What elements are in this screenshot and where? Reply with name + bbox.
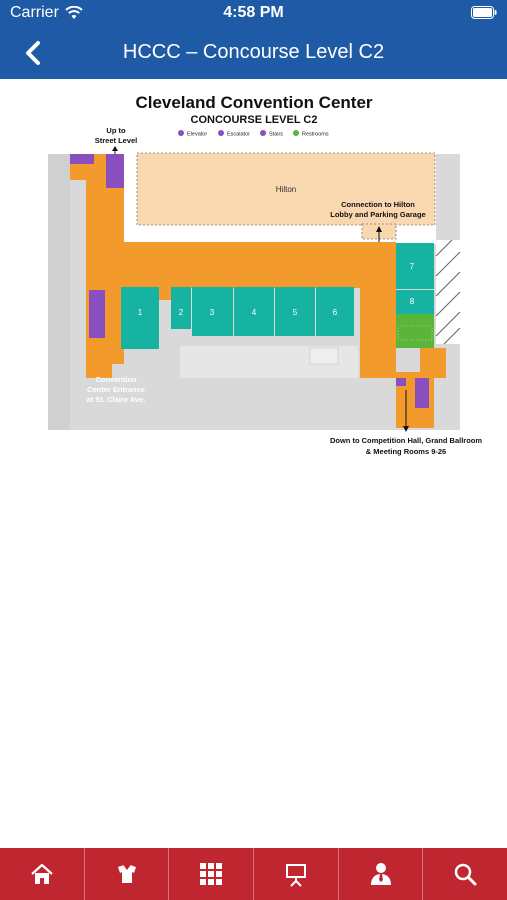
connection-label-2: Lobby and Parking Garage xyxy=(330,210,425,219)
room-7 xyxy=(396,243,434,289)
hatched-area xyxy=(435,239,461,345)
legend-restrooms-label: Restrooms xyxy=(302,132,329,138)
floor-map[interactable]: Cleveland Convention Center CONCOURSE LE… xyxy=(0,80,507,460)
tab-speaker[interactable] xyxy=(337,848,423,900)
tab-search[interactable] xyxy=(422,848,507,900)
room-6 xyxy=(316,287,354,336)
carrier-label: Carrier xyxy=(10,4,59,21)
legend-stairs-icon xyxy=(260,130,266,136)
hilton-label: Hilton xyxy=(276,185,296,194)
tab-grid[interactable] xyxy=(168,848,253,900)
down-label-1: Down to Competition Hall, Grand Ballroom xyxy=(330,436,482,445)
room-5 xyxy=(275,287,315,336)
connection-label-1: Connection to Hilton xyxy=(341,200,415,209)
entrance-label-3: at St. Claire Ave. xyxy=(87,395,146,404)
escalator-lower-right xyxy=(415,378,429,408)
room-8 xyxy=(396,290,434,314)
connection-arrow-icon xyxy=(376,226,382,232)
page-title: HCCC – Concourse Level C2 xyxy=(122,41,385,63)
vertical-transport xyxy=(70,154,429,408)
meeting-rooms xyxy=(121,243,434,349)
up-arrow-icon xyxy=(112,146,118,151)
elevator-top-left xyxy=(70,154,94,164)
tab-attendees[interactable] xyxy=(83,848,169,900)
room-6-label: 6 xyxy=(333,308,338,317)
map-subtitle: CONCOURSE LEVEL C2 xyxy=(191,114,318,126)
tab-presentation[interactable] xyxy=(253,848,338,900)
battery-icon xyxy=(471,6,497,19)
home-icon xyxy=(31,863,53,884)
speaker-icon xyxy=(370,863,391,885)
legend-stairs-label: Stairs xyxy=(269,132,283,138)
room-3-label: 3 xyxy=(210,308,215,317)
map-legend: Elevator Escalator Stairs Restrooms xyxy=(178,130,329,138)
room-1 xyxy=(121,287,159,349)
room-8-label: 8 xyxy=(410,297,415,306)
up-to-label: Up to xyxy=(106,126,126,135)
down-arrow-icon xyxy=(403,426,409,432)
room-4-label: 4 xyxy=(252,308,257,317)
status-bar: Carrier 4:58 PM xyxy=(0,0,507,28)
legend-restrooms-icon xyxy=(293,130,299,136)
room-3 xyxy=(192,287,233,336)
legend-elevator-label: Elevator xyxy=(187,132,207,138)
carrier-group: Carrier xyxy=(10,4,83,22)
building-stair-block xyxy=(309,347,339,365)
street-level-label: Street Level xyxy=(95,136,138,145)
legend-escalator-icon xyxy=(218,130,224,136)
building-left-strip xyxy=(48,154,70,430)
down-label-2: & Meeting Rooms 9-26 xyxy=(366,447,446,456)
hilton-block xyxy=(136,152,436,226)
search-icon xyxy=(454,863,477,886)
wifi-icon xyxy=(65,6,83,19)
escalator-top-left xyxy=(106,154,124,188)
elevator-lower-right xyxy=(396,378,406,386)
legend-elevator-icon xyxy=(178,130,184,136)
room-1-label: 1 xyxy=(138,308,143,317)
tab-bar xyxy=(0,848,507,900)
status-time: 4:58 PM xyxy=(223,4,284,21)
room-4 xyxy=(234,287,274,336)
restroom-area xyxy=(396,314,434,348)
room-7-label: 7 xyxy=(410,262,415,271)
tab-home[interactable] xyxy=(0,848,84,900)
escalator-left xyxy=(89,290,105,338)
grid-icon xyxy=(200,863,223,885)
entrance-label-1: Convention xyxy=(95,375,137,384)
attendees-icon xyxy=(117,864,136,883)
map-title: Cleveland Convention Center xyxy=(135,93,372,112)
entrance-label-2: Center Entrance xyxy=(87,385,145,394)
presentation-icon xyxy=(285,864,306,887)
chevron-left-icon xyxy=(26,41,40,65)
room-2 xyxy=(171,287,191,329)
room-5-label: 5 xyxy=(293,308,298,317)
back-button[interactable] xyxy=(18,38,48,68)
room-2-label: 2 xyxy=(179,308,184,317)
nav-bar: HCCC – Concourse Level C2 xyxy=(0,28,507,79)
legend-escalator-label: Escalator xyxy=(227,132,250,138)
